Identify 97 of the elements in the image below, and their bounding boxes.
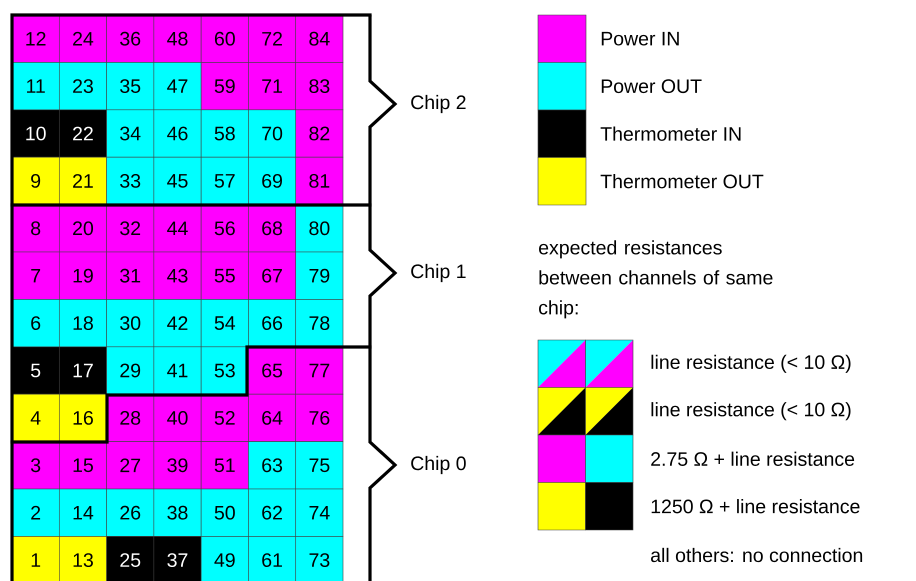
grid-cell: 11	[12, 62, 60, 110]
grid-cell: 60	[200, 14, 249, 63]
chip-label: Chip 1	[411, 264, 466, 282]
grid-cell: 2	[12, 488, 60, 537]
grid-cell: 3	[12, 441, 60, 490]
grid-cell: 43	[154, 252, 202, 300]
grid-cell: 70	[248, 110, 296, 158]
grid-cell: 79	[295, 252, 344, 300]
chip-label: Chip 0	[411, 456, 466, 474]
grid-cell: 4	[12, 394, 60, 442]
grid-cell: 78	[295, 299, 344, 348]
grid-cell: 33	[106, 156, 154, 205]
grid-cell: 49	[200, 536, 249, 581]
grid-cell: 58	[200, 110, 249, 158]
note-text: all others: no connection	[651, 548, 862, 562]
legend-text: line resistance (< 10 Ω)	[652, 354, 850, 373]
grid-cell: 42	[154, 299, 202, 348]
grid-cell: 18	[59, 299, 107, 348]
legend-text: Thermometer IN	[600, 126, 741, 141]
grid-cell: 22	[59, 110, 107, 158]
grid-cell: 69	[248, 156, 296, 205]
grid-cell: 55	[200, 252, 249, 300]
grid-cell: 36	[106, 14, 154, 63]
grid-cell: 38	[154, 488, 202, 537]
grid-cell: 82	[295, 110, 344, 158]
legend-text: 2.75 Ω + line resistance	[651, 452, 854, 466]
grid-cell: 75	[295, 441, 344, 490]
grid-cell: 65	[248, 346, 296, 394]
grid-cell: 40	[154, 394, 202, 442]
grid-cell: 30	[106, 299, 154, 348]
grid-cell: 45	[154, 156, 202, 205]
legend-text: Power IN	[602, 32, 679, 46]
grid-cell: 29	[106, 346, 154, 394]
grid-cell: 26	[106, 488, 154, 537]
grid-cell: 34	[106, 110, 154, 158]
grid-cell: 16	[59, 394, 107, 442]
grid-cell: 7	[12, 252, 60, 300]
grid-cell: 32	[106, 204, 154, 252]
grid-cell: 81	[295, 156, 344, 205]
grid-cell: 84	[295, 14, 344, 63]
grid-cell: 28	[106, 394, 154, 442]
grid-cell: 77	[295, 346, 344, 394]
grid-cell: 57	[200, 156, 249, 205]
legend-text: Power OUT	[602, 79, 702, 94]
grid-cell: 14	[59, 488, 107, 537]
grid-cell: 59	[200, 62, 249, 110]
grid-cell: 1	[12, 536, 60, 581]
grid-cell: 24	[59, 14, 107, 63]
grid-cell: 23	[59, 62, 107, 110]
grid-cell: 66	[248, 299, 296, 348]
legend-text: line resistance (< 10 Ω)	[652, 402, 850, 420]
grid-cell: 54	[200, 299, 249, 348]
grid-cell: 21	[59, 156, 107, 205]
grid-cell: 17	[59, 346, 107, 394]
grid-cell: 62	[248, 488, 296, 537]
grid-cell: 19	[59, 252, 107, 300]
grid-cell: 39	[154, 441, 202, 490]
grid-cell: 56	[200, 204, 249, 252]
grid-cell: 52	[200, 394, 249, 442]
grid-cell: 61	[248, 536, 296, 581]
grid-cell: 46	[154, 110, 202, 158]
grid-cell: 64	[248, 394, 296, 442]
grid-cell: 50	[200, 488, 249, 537]
grid-cell: 13	[59, 536, 107, 581]
grid-cell: 47	[154, 62, 202, 110]
grid-cell: 9	[12, 156, 60, 205]
grid-cell: 73	[295, 536, 344, 581]
grid-cell: 44	[154, 204, 202, 252]
grid-cell: 10	[12, 110, 60, 158]
grid-cell: 27	[106, 441, 154, 490]
grid-cell: 51	[200, 441, 249, 490]
grid-cell: 8	[12, 204, 60, 252]
grid-cell: 37	[154, 536, 202, 581]
grid-cell: 20	[59, 204, 107, 252]
grid-cell: 83	[295, 62, 344, 110]
grid-cell: 80	[295, 204, 344, 252]
grid-cell: 25	[106, 536, 154, 581]
grid-cell: 6	[12, 299, 60, 348]
grid-cell: 53	[200, 346, 249, 394]
grid-cell: 72	[248, 14, 296, 63]
grid-cell: 71	[248, 62, 296, 110]
chip-label: Chip 2	[411, 94, 466, 114]
grid-cell: 74	[295, 488, 344, 537]
grid-cell: 12	[12, 14, 60, 63]
legend-text: 1250 Ω + line resistance	[652, 499, 860, 514]
grid-cell: 63	[248, 441, 296, 490]
grid-cell: 35	[106, 62, 154, 110]
grid-cell: 31	[106, 252, 154, 300]
grid-cell: 5	[12, 346, 60, 394]
note-text: expected resistances between channels of same chip:	[539, 240, 772, 318]
grid-cell: 41	[154, 346, 202, 394]
grid-cell: 76	[295, 394, 344, 442]
grid-cell: 15	[59, 441, 107, 490]
grid-cell: 48	[154, 14, 202, 63]
grid-cell: 68	[248, 204, 296, 252]
grid-cell: 67	[248, 252, 296, 300]
legend-text: Thermometer OUT	[600, 174, 764, 188]
